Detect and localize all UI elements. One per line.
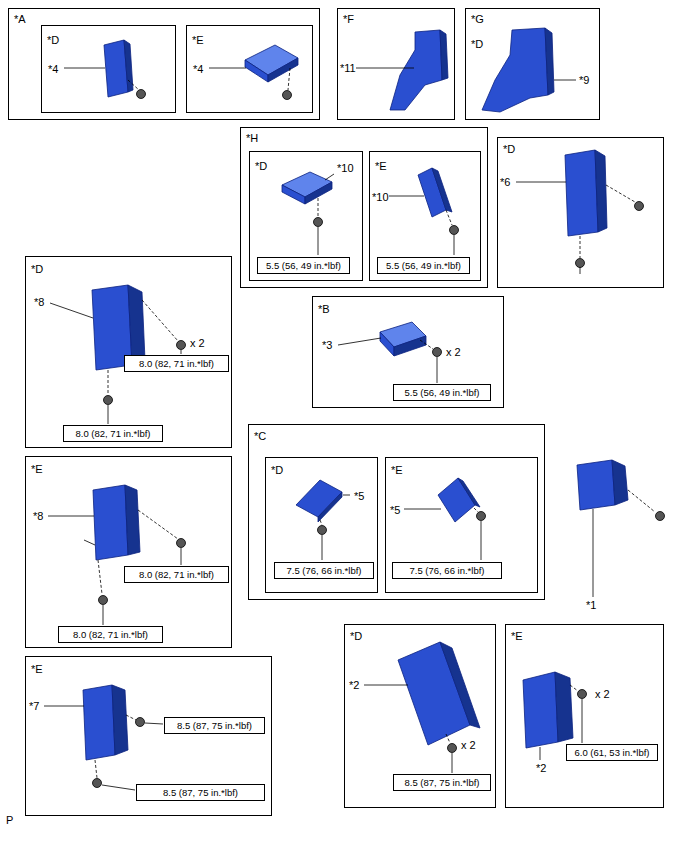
variant-code: *E (31, 663, 43, 675)
callout-number: *2 (536, 762, 546, 774)
variant-frame: *D *5 7.5 (76, 66 in.*lbf) (265, 457, 378, 593)
variant-code: *C (254, 430, 266, 442)
variant-code: *B (318, 303, 330, 315)
group-frame: *H *D *10 5.5 (56, 49 in.*lbf) *E *10 5.5 (56,… (240, 127, 488, 288)
variant-code: *F (343, 13, 354, 25)
torque-spec: 8.0 (82, 71 in.*lbf) (124, 566, 229, 583)
torque-spec: 8.0 (82, 71 in.*lbf) (58, 626, 163, 643)
variant-code: *D (350, 630, 362, 642)
variant-frame: *D *4 (41, 25, 176, 113)
variant-code: *E (511, 630, 523, 642)
callout-number: *5 (354, 490, 364, 502)
group-frame: *A *D *4 *E *4 (8, 8, 320, 120)
torque-value: 8.5 (87, 75 in.*lbf) (405, 777, 480, 788)
callout-number: *4 (193, 63, 203, 75)
group-frame: *E *8 8.0 (82, 71 in.*lbf) 8.0 (82, 71 in.*… (25, 456, 232, 648)
variant-code: *D (503, 143, 515, 155)
variant-code: *E (192, 34, 204, 46)
callout-number: *3 (322, 339, 332, 351)
quantity: x 2 (446, 346, 461, 358)
torque-value: 6.0 (61, 53 in.*lbf) (575, 747, 650, 758)
callout-number: *7 (29, 700, 39, 712)
torque-value: 7.5 (76, 66 in.*lbf) (410, 565, 485, 576)
callout-number: *1 (586, 599, 596, 611)
callout-number: *10 (337, 162, 354, 174)
variant-code: *D (255, 160, 267, 172)
torque-value: 5.5 (56, 49 in.*lbf) (405, 387, 480, 398)
variant-code: *D (471, 38, 483, 50)
group-frame: *G *D *9 (465, 8, 600, 120)
variant-code: *E (31, 463, 43, 475)
callout-number: *8 (33, 510, 43, 522)
torque-spec: 7.5 (76, 66 in.*lbf) (392, 562, 502, 579)
callout-number: *11 (340, 62, 356, 74)
variant-frame: *D *10 5.5 (56, 49 in.*lbf) (249, 151, 363, 281)
variant-frame: *E *10 5.5 (56, 49 in.*lbf) (369, 151, 481, 281)
torque-value: 5.5 (56, 49 in.*lbf) (386, 260, 461, 271)
quantity: x 2 (595, 688, 610, 700)
group-frame: *D *8 x 2 8.0 (82, 71 in.*lbf) 8.0 (82, 71 i… (25, 256, 232, 448)
variant-frame: *E *4 (186, 25, 313, 113)
group-frame: *B *3 x 2 5.5 (56, 49 in.*lbf) (312, 296, 504, 408)
torque-spec: 5.5 (56, 49 in.*lbf) (393, 384, 491, 401)
quantity: x 2 (461, 739, 476, 751)
callout-number: *9 (579, 74, 589, 86)
torque-value: 8.5 (87, 75 in.*lbf) (177, 720, 252, 731)
torque-spec: 8.5 (87, 75 in.*lbf) (164, 717, 265, 734)
torque-spec: 7.5 (76, 66 in.*lbf) (274, 562, 374, 579)
torque-spec: 5.5 (56, 49 in.*lbf) (377, 257, 470, 274)
torque-spec: 5.5 (56, 49 in.*lbf) (257, 257, 350, 274)
torque-value: 8.5 (87, 75 in.*lbf) (163, 787, 238, 798)
torque-value: 8.0 (82, 71 in.*lbf) (139, 358, 214, 369)
torque-value: 7.5 (76, 66 in.*lbf) (287, 565, 362, 576)
callout-number: *2 (349, 679, 359, 691)
page-mark: P (6, 814, 13, 826)
torque-spec: 8.0 (82, 71 in.*lbf) (124, 355, 229, 372)
variant-code: *D (271, 464, 283, 476)
torque-value: 8.0 (82, 71 in.*lbf) (73, 629, 148, 640)
group-frame: *C *D *5 7.5 (76, 66 in.*lbf) *E *5 7.5 (76, 6… (248, 424, 545, 600)
group-frame: *D *6 (497, 137, 664, 288)
variant-code: *H (246, 132, 258, 144)
callout-number: *4 (48, 63, 58, 75)
torque-value: 8.0 (82, 71 in.*lbf) (76, 428, 151, 439)
torque-value: 5.5 (56, 49 in.*lbf) (266, 260, 341, 271)
group-frame: *D *2 x 2 8.5 (87, 75 in.*lbf) (344, 624, 496, 808)
variant-code: *A (14, 13, 26, 25)
variant-code: *E (391, 464, 403, 476)
callout-number: *8 (34, 296, 44, 308)
torque-spec: 8.0 (82, 71 in.*lbf) (63, 425, 163, 442)
torque-spec: 6.0 (61, 53 in.*lbf) (566, 744, 658, 761)
variant-code: *D (31, 263, 43, 275)
variant-code: *G (471, 13, 484, 25)
group-frame: *E x 2 *2 6.0 (61, 53 in.*lbf) (505, 624, 664, 808)
torque-spec: 8.5 (87, 75 in.*lbf) (393, 774, 491, 791)
variant-frame: *E *5 7.5 (76, 66 in.*lbf) (385, 457, 538, 593)
callout-number: *10 (372, 191, 389, 203)
quantity: x 2 (190, 337, 205, 349)
torque-spec: 8.5 (87, 75 in.*lbf) (136, 784, 265, 801)
callout-number: *5 (390, 504, 400, 516)
variant-code: *D (47, 34, 59, 46)
group-frame: *E *7 8.5 (87, 75 in.*lbf) 8.5 (87, 75 in.*… (25, 656, 272, 816)
variant-code: *E (375, 160, 387, 172)
torque-value: 8.0 (82, 71 in.*lbf) (139, 569, 214, 580)
group-frame: *F *11 (337, 8, 455, 120)
callout-number: *6 (500, 176, 510, 188)
